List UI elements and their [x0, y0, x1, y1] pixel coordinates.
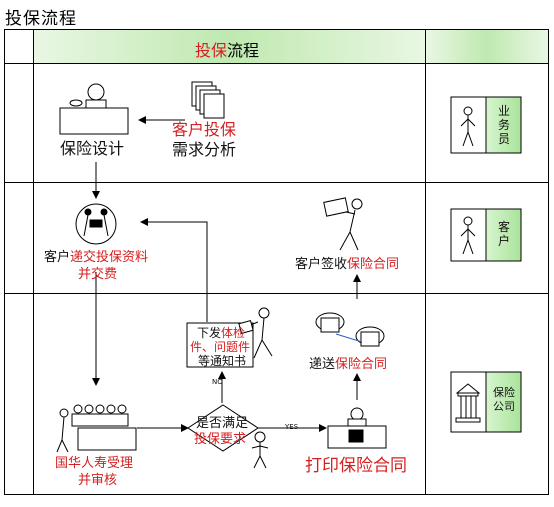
decision-diamond — [187, 404, 259, 452]
role-char: 员 — [497, 132, 510, 146]
accept-label-line1: 国华人寿受理 — [55, 456, 134, 471]
no-label: NO — [212, 378, 223, 386]
submit-label-line1: 客户递交投保资料 — [44, 246, 148, 265]
deliver-label-b: 保险合同 — [335, 357, 388, 372]
sign-label-b: 保险合同 — [347, 257, 400, 272]
deliver-label-a: 递送 — [309, 357, 336, 372]
decision-label-line2: 投保要求 — [194, 432, 247, 447]
flow-header: 投保流程 — [195, 37, 259, 61]
notice-label-line3: 等通知书 — [198, 354, 247, 368]
role-salesperson-panel — [450, 96, 522, 154]
phones-icon — [315, 312, 385, 347]
swimlane-grid — [4, 29, 549, 495]
role-header-band — [426, 30, 548, 63]
sign-label-a: 客户签收 — [295, 257, 348, 272]
role-char: 公司 — [493, 400, 515, 413]
client-carry-icon — [323, 197, 363, 251]
notice-label-line2: 件、问题件 — [190, 340, 251, 354]
submit-label-a: 客户 — [44, 250, 71, 265]
insurance-design-icon — [59, 83, 129, 135]
role-char: 客 — [497, 220, 510, 234]
notice-label-line1: 下发体检 — [197, 324, 245, 341]
submit-label-b: 递交投保资料 — [70, 250, 149, 265]
role-char: 保险 — [493, 386, 515, 399]
role-client-panel — [450, 208, 522, 262]
print-counter-icon: i — [327, 407, 387, 449]
submit-label-line2: 并交费 — [78, 267, 118, 282]
clerk-figure-icon — [238, 307, 273, 359]
svg-text:i: i — [355, 432, 357, 442]
page-title: 投保流程 — [5, 9, 77, 29]
notice-label-b: 体检 — [221, 326, 246, 340]
demand-label-line1: 客户投保 — [172, 120, 237, 139]
role-company-panel — [450, 371, 522, 433]
insurance-design-label: 保险设计 — [60, 139, 125, 158]
notice-label-a: 下发 — [197, 326, 222, 340]
arrow-notice-to-submit — [140, 218, 208, 322]
client-handover-icon — [75, 203, 117, 245]
sign-label: 客户签收保险合同 — [295, 253, 399, 272]
header-band — [34, 30, 425, 63]
deliver-label: 递送保险合同 — [309, 353, 387, 372]
role-char: 户 — [497, 234, 510, 248]
header-black-text: 流程 — [227, 41, 260, 60]
reviewer-figure-icon — [251, 431, 269, 469]
demand-label-line2: 需求分析 — [172, 140, 237, 159]
yes-label: YES — [285, 423, 299, 431]
accept-label-line2: 并审核 — [78, 473, 118, 488]
role-salesperson-label: 业 务 员 — [496, 104, 512, 146]
header-red-text: 投保 — [195, 41, 228, 60]
staff-group-icon — [56, 404, 137, 453]
role-char: 务 — [497, 118, 510, 132]
decision-label-line1: 是否满足 — [196, 416, 249, 431]
role-client-label: 客 户 — [496, 220, 512, 248]
role-char: 业 — [497, 104, 510, 118]
print-contract-label: 打印保险合同 — [305, 456, 407, 476]
role-company-label: 保险 公司 — [489, 386, 519, 414]
documents-icon — [191, 81, 225, 119]
